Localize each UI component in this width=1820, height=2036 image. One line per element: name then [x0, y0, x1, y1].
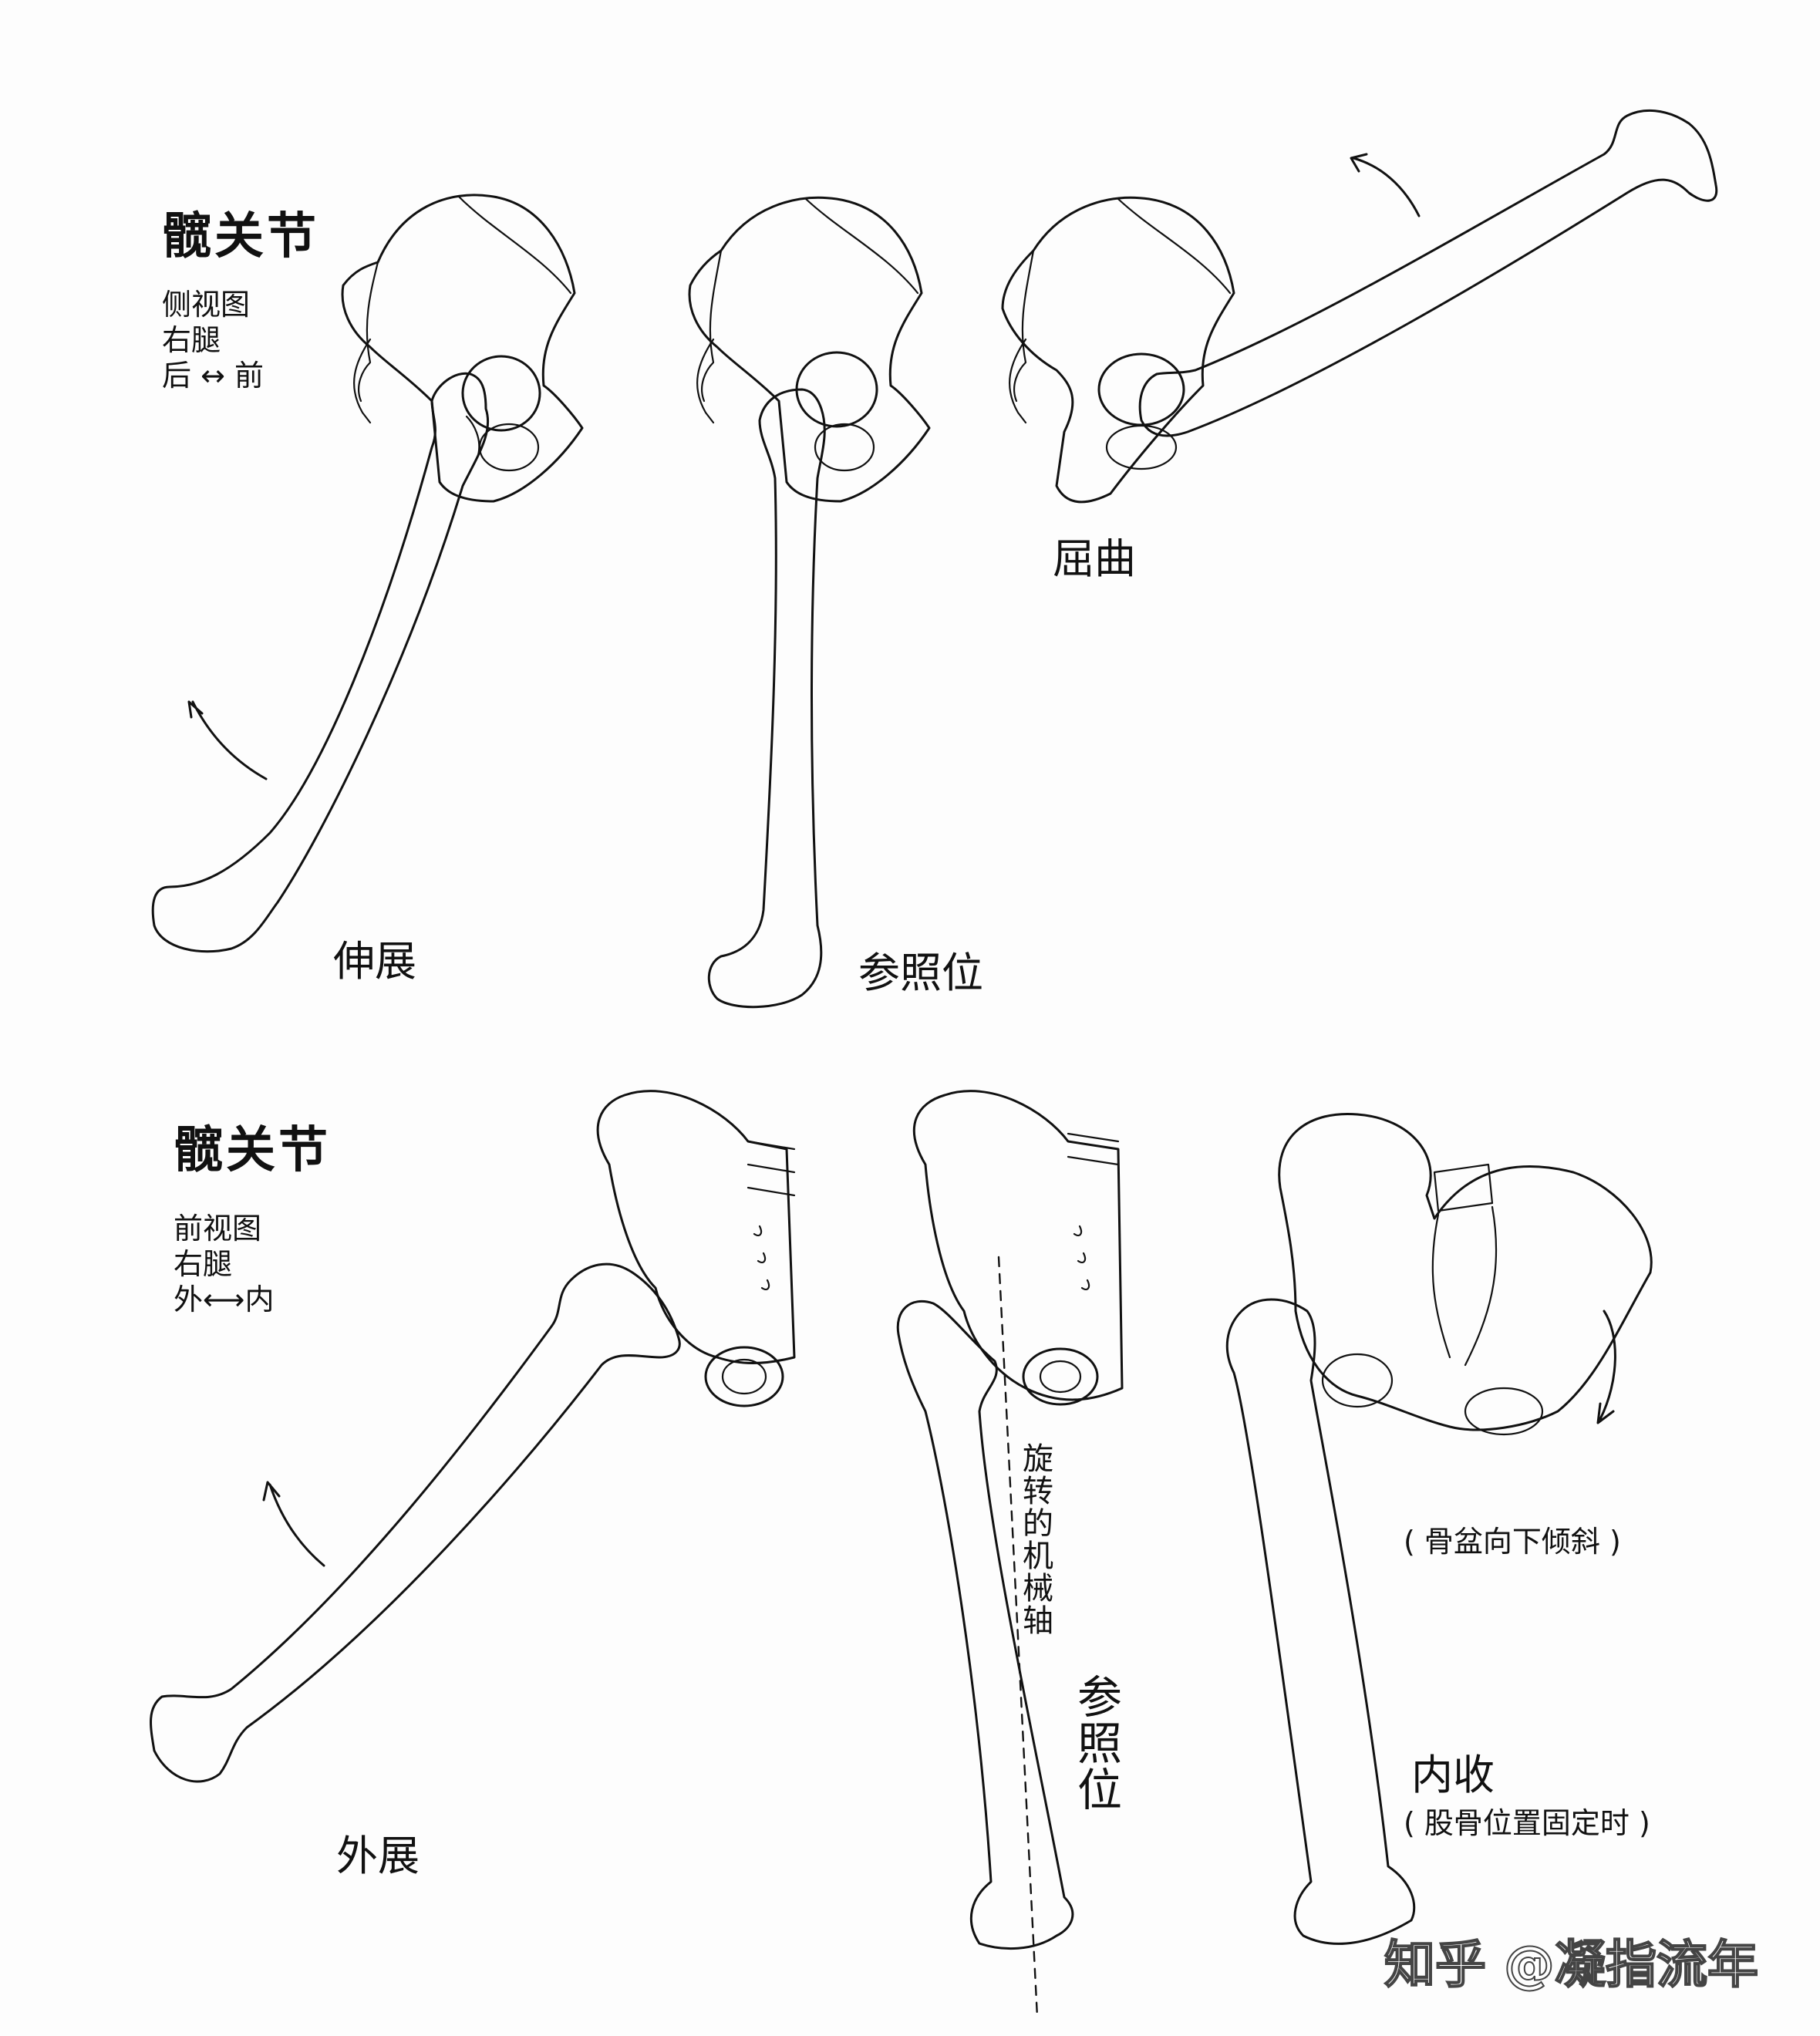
femur-flexion — [1138, 109, 1718, 437]
pelvis-lateral-3 — [1001, 196, 1235, 504]
femur-extension — [151, 372, 490, 953]
label-femur-note: ( 股骨位置固定时 ) — [1404, 1806, 1650, 1840]
label-pelvis-note: ( 骨盆向下倾斜 ) — [1404, 1525, 1621, 1559]
top-subtitle: 侧视图 右腿 后 ↔ 前 — [162, 288, 264, 393]
bottom-title: 髋关节 — [174, 1122, 331, 1179]
femur-reference-lateral — [707, 388, 826, 1009]
label-extension: 伸展 — [333, 937, 416, 986]
top-title: 髋关节 — [162, 208, 319, 265]
arrow-flexion — [1350, 153, 1421, 217]
arrow-abduction — [262, 1481, 325, 1567]
watermark: 知乎 @凝指流年 — [1384, 1935, 1759, 1994]
label-abduction: 外展 — [336, 1832, 420, 1880]
label-rotation-axis: 旋转的机械轴 — [1017, 1442, 1053, 1637]
mechanical-axis-line — [997, 1256, 1039, 2018]
label-adduction: 内收 — [1411, 1751, 1495, 1799]
femur-adduction — [1225, 1298, 1416, 1945]
pelvis-lateral-2 — [688, 196, 931, 503]
label-flexion: 屈曲 — [1053, 534, 1136, 583]
label-reference-lateral: 参照位 — [858, 949, 983, 997]
arrow-adduction — [1596, 1310, 1616, 1424]
pelvis-front-1 — [596, 1090, 796, 1407]
pelvis-lateral-1 — [341, 194, 584, 503]
pelvis-front-3 — [1278, 1112, 1653, 1436]
label-reference-front: 参照位 — [1070, 1674, 1122, 1812]
bottom-subtitle: 前视图 右腿 外⟷内 — [174, 1212, 275, 1316]
arrow-extension — [187, 700, 268, 780]
pelvis-front-2 — [912, 1090, 1124, 1406]
femur-reference-front — [896, 1299, 1074, 1950]
femur-abduction — [150, 1262, 681, 1783]
